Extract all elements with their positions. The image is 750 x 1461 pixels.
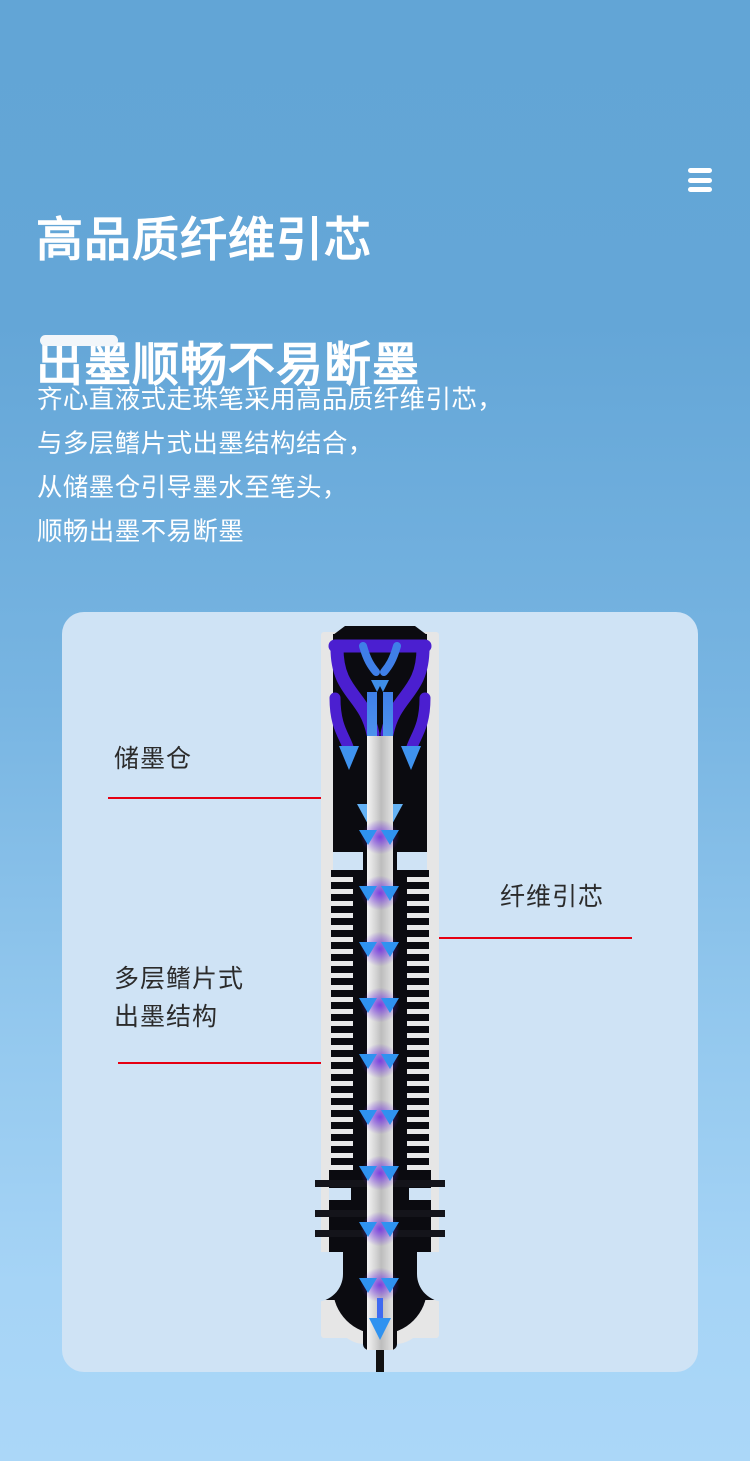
page-title-line-2: 出墨顺畅不易断墨 xyxy=(36,337,420,391)
ink-arrow-left-8 xyxy=(359,1222,377,1237)
collar-cut-right xyxy=(409,1188,431,1200)
ink-arrow-left-2 xyxy=(359,886,377,901)
description-line-2: 与多层鳍片式出墨结构结合， xyxy=(37,430,374,458)
ink-arrow-right-1 xyxy=(381,830,399,845)
description-paragraph: 齐心直液式走珠笔采用高品质纤维引芯， 与多层鳍片式出墨结构结合， 从储墨仓引导墨… xyxy=(37,378,697,554)
reservoir-cap xyxy=(345,626,415,636)
ink-arrow-right-3 xyxy=(381,942,399,957)
pen-neck-notch-left xyxy=(333,852,363,870)
collar-cut-left xyxy=(329,1188,351,1200)
pen-neck-notch-right xyxy=(397,852,427,870)
label-fiber-wick: 纤维引芯 xyxy=(500,883,605,911)
ink-arrow-right-9 xyxy=(381,1278,399,1293)
pen-illustration xyxy=(305,624,455,1372)
ink-arrow-right-2 xyxy=(381,886,399,901)
ink-final-stem xyxy=(377,1298,383,1324)
hamburger-bar-1 xyxy=(688,168,712,173)
label-reservoir: 储墨仓 xyxy=(114,745,193,773)
ink-arrow-left-3 xyxy=(359,942,377,957)
page-title: 高品质纤维引芯 出墨顺畅不易断墨 xyxy=(36,146,676,459)
ink-arrow-left-4 xyxy=(359,998,377,1013)
ink-arrow-left-1 xyxy=(359,830,377,845)
description-line-1: 齐心直液式走珠笔采用高品质纤维引芯， xyxy=(37,386,504,414)
ink-arrow-right-6 xyxy=(381,1110,399,1125)
ink-final-arrow xyxy=(369,1318,391,1340)
leader-line-reservoir xyxy=(108,797,342,799)
page-title-line-1: 高品质纤维引芯 xyxy=(36,212,372,266)
ink-arrow-right-8 xyxy=(381,1222,399,1237)
label-fin-structure-line-1: 多层鳍片式 xyxy=(114,965,245,993)
pen-cross-section-diagram: 储墨仓 纤维引芯 多层鳍片式 出墨结构 xyxy=(62,612,698,1372)
hamburger-bar-2 xyxy=(688,177,712,183)
ink-arrow-left-6 xyxy=(359,1110,377,1125)
hamburger-icon[interactable] xyxy=(688,168,712,192)
ink-arrow-right-7 xyxy=(381,1166,399,1181)
ink-arrow-left-5 xyxy=(359,1054,377,1069)
diagram-card: 储墨仓 纤维引芯 多层鳍片式 出墨结构 xyxy=(62,612,698,1372)
ink-arrow-left-7 xyxy=(359,1166,377,1181)
hamburger-bar-3 xyxy=(688,187,712,192)
description-line-4: 顺畅出墨不易断墨 xyxy=(37,518,245,546)
description-line-3: 从储墨仓引导墨水至笔头， xyxy=(37,474,348,502)
ink-arrow-left-9 xyxy=(359,1278,377,1293)
leader-line-fiber-wick xyxy=(378,937,632,939)
leader-line-fin-structure xyxy=(118,1062,348,1064)
ink-arrow-right-4 xyxy=(381,998,399,1013)
label-fin-structure: 多层鳍片式 出墨结构 xyxy=(114,960,244,1036)
pen-tip-needle xyxy=(376,1342,384,1372)
label-fin-structure-line-2: 出墨结构 xyxy=(114,1003,219,1031)
title-accent-bar xyxy=(40,335,118,346)
ink-arrow-right-5 xyxy=(381,1054,399,1069)
